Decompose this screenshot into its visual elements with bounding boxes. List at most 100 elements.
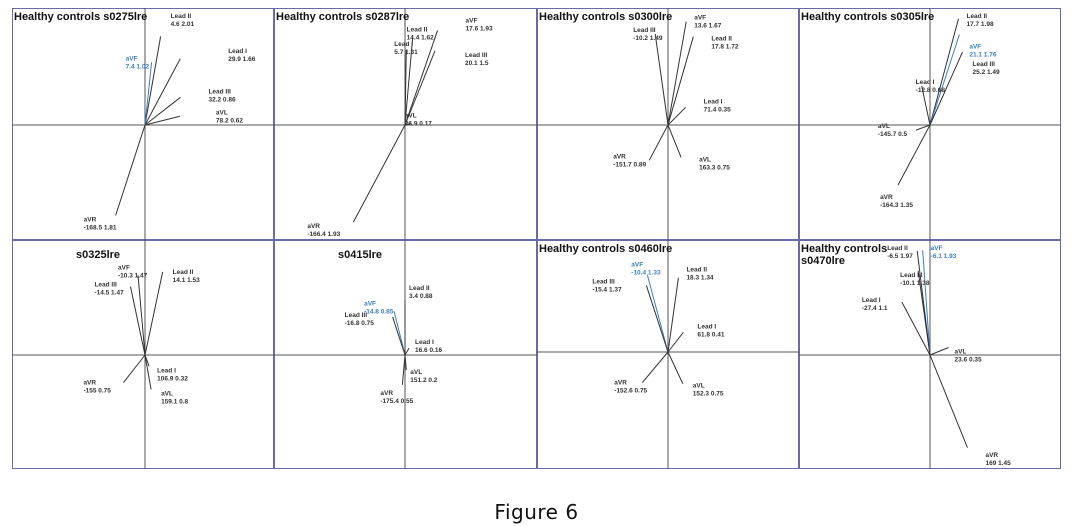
lead-vector [115,124,146,216]
lead-label: aVL [878,123,890,130]
lead-label: Lead I [228,48,247,55]
lead-label: aVL [693,383,705,390]
lead-label: aVL [161,390,173,397]
lead-values: 106.9 0.32 [157,375,188,382]
panel-title: Healthy controls s0460lre [539,243,672,255]
lead-values: 169 1.45 [985,460,1011,467]
lead-label: aVL [410,369,422,376]
lead-vector [667,331,684,353]
lead-label: aVF [364,300,376,307]
lead-values: 159.1 0.8 [161,398,188,405]
lead-values: 21.1 1.76 [969,52,996,59]
lead-vector [144,62,153,126]
panel-title: Healthy controls s0287lre [276,11,409,23]
lead-values: -14.8 0.85 [364,308,394,315]
lead-label: aVF [969,44,981,51]
panel-title: s0325lre [76,249,120,261]
lead-values: 17.7 1.98 [966,21,993,28]
lead-vector [667,21,687,126]
lead-values: -6.1 1.93 [931,253,957,260]
lead-values: -6.5 1.97 [887,253,913,260]
lead-vector [929,18,959,126]
lead-vector [144,271,164,356]
lead-values: 29.9 1.66 [228,56,255,63]
lead-values: 20.1 1.5 [465,60,489,67]
lead-label: Lead III [973,61,996,68]
lead-label: Lead II [407,26,428,33]
lead-values: 14.1 1.53 [173,277,200,284]
lead-values: 5.7 1.31 [394,49,418,56]
lead-values: -151.7 0.89 [613,161,646,168]
lead-values: -10.4 1.33 [631,270,661,277]
lead-vector [404,50,436,126]
lead-vector [667,124,682,158]
lead-values: -166.4 1.93 [307,231,340,238]
lead-vector [404,37,414,126]
lead-vector [144,96,181,126]
lead-vector [921,85,931,126]
lead-label: Lead III [208,88,231,95]
lead-label: Lead I [394,41,413,48]
lead-vector [137,275,146,356]
lead-vector [915,124,931,131]
panel-border [12,8,274,240]
lead-vector [404,347,410,356]
lead-values: 152.3 0.75 [693,391,724,398]
lead-values: -10.3 1.47 [118,272,148,279]
lead-label: aVR [880,194,893,201]
lead-vector [929,51,963,126]
lead-vector [917,270,931,356]
lead-vector [392,316,406,356]
lead-vector [667,277,679,353]
lead-values: -155 0.75 [83,388,111,395]
lead-label: Lead III [94,282,117,289]
lead-vector [897,124,931,186]
lead-values: 3.4 0.88 [409,293,433,300]
lead-label: Lead III [633,27,656,34]
lead-vector [654,33,669,126]
lead-values: -175.4 0.55 [380,398,413,405]
panel-title: s0470lre [801,255,845,267]
lead-values: 17.8 1.72 [711,44,738,51]
lead-values: -168.5 1.81 [84,224,117,231]
panel-title: s0415lre [338,249,382,261]
lead-label: aVF [694,15,706,22]
lead-label: Lead II [173,269,194,276]
lead-label: aVR [985,452,998,459]
lead-vector [144,36,162,126]
panel-title: Healthy controls s0275lre [14,11,147,23]
lead-values: -145.7 0.5 [878,131,908,138]
lead-vector [123,354,146,383]
lead-vector [646,274,669,353]
lead-label: aVF [631,262,643,269]
lead-values: -164.3 1.35 [880,202,913,209]
lead-label: aVR [83,380,96,387]
lead-values: 26.9 0.17 [405,121,432,128]
lead-vector [929,347,949,356]
lead-label: Lead I [916,79,935,86]
lead-vector [645,285,669,353]
lead-vector [352,124,406,223]
lead-values: -10.2 1.49 [633,35,663,42]
lead-vector [901,301,931,356]
lead-label: Lead II [887,245,908,252]
lead-values: 25.2 1.49 [973,69,1000,76]
lead-vector [641,351,669,383]
lead-vector [129,286,146,356]
lead-vector [404,30,439,126]
lead-values: 61.8 0.41 [697,331,724,338]
figure-caption: Figure 6 [494,500,579,524]
lead-label: Lead III [345,312,368,319]
lead-label: Lead I [862,297,881,304]
lead-values: 18.3 1.34 [686,275,713,282]
lead-label: Lead III [465,52,488,59]
lead-values: 71.4 0.35 [704,106,731,113]
lead-vector [667,351,684,384]
lead-label: aVL [699,156,711,163]
lead-values: 14.4 1.62 [407,34,434,41]
lead-vector [401,354,406,385]
